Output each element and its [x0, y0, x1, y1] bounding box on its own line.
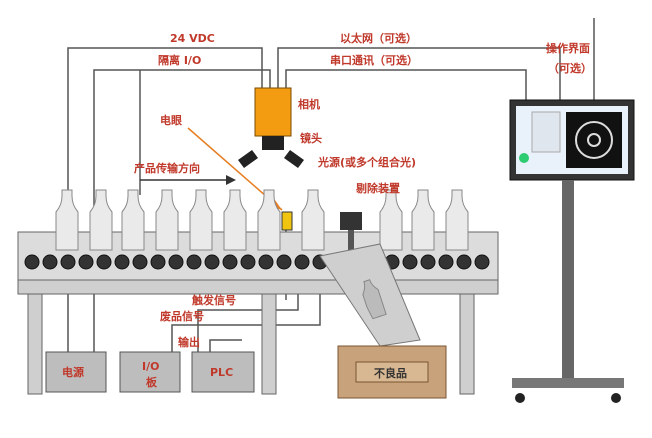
- io-board-box: [119, 351, 181, 393]
- bottle-icon: [362, 279, 387, 320]
- io-board-label-2: 板: [146, 375, 158, 389]
- bottle-icon: [257, 189, 281, 251]
- power-box-label: 电源: [62, 365, 84, 379]
- label-24vdc: 24 VDC: [170, 32, 215, 45]
- label-reject: 剔除装置: [355, 181, 400, 195]
- reject-device-icon: [340, 212, 362, 250]
- label-serial: 串口通讯（可选）: [330, 53, 418, 67]
- label-ethernet: 以太网（可选）: [340, 31, 417, 45]
- sensor-icon: [281, 211, 293, 231]
- label-sensor: 电眼: [160, 113, 182, 127]
- label-reject-signal: 废品信号: [160, 309, 204, 323]
- bottle-icon: [379, 189, 403, 251]
- bad-box-label: 不良品: [374, 366, 407, 380]
- bottle-icon: [89, 189, 113, 251]
- bottle-icon: [55, 189, 79, 251]
- monitor-icon: [509, 99, 635, 403]
- bottle-icon: [155, 189, 179, 251]
- label-hmi-optional: （可选）: [548, 61, 592, 75]
- light-icon: [238, 150, 304, 168]
- bottle-icon: [223, 189, 247, 251]
- bottle-icon: [121, 189, 145, 251]
- plc-box-label: PLC: [210, 366, 233, 379]
- label-camera: 相机: [298, 97, 320, 111]
- label-isolated-io: 隔离 I/O: [158, 53, 201, 67]
- direction-arrowhead: [226, 175, 236, 185]
- bottles: [55, 189, 469, 251]
- bottle-icon: [301, 189, 325, 251]
- label-direction: 产品传输方向: [134, 161, 200, 175]
- bottle-icon: [445, 189, 469, 251]
- label-light: 光源(或多个组合光): [317, 155, 416, 169]
- camera-icon: [254, 87, 292, 150]
- bottle-icon: [189, 189, 213, 251]
- plc-box: [191, 351, 255, 393]
- label-hmi: 操作界面: [546, 41, 590, 55]
- label-trigger: 触发信号: [191, 293, 236, 307]
- label-output: 输出: [178, 335, 200, 349]
- io-board-label-1: I/O: [142, 360, 159, 373]
- label-lens: 镜头: [300, 131, 322, 145]
- power-box: [45, 351, 107, 393]
- bottle-icon: [411, 189, 435, 251]
- wiring: [67, 18, 595, 355]
